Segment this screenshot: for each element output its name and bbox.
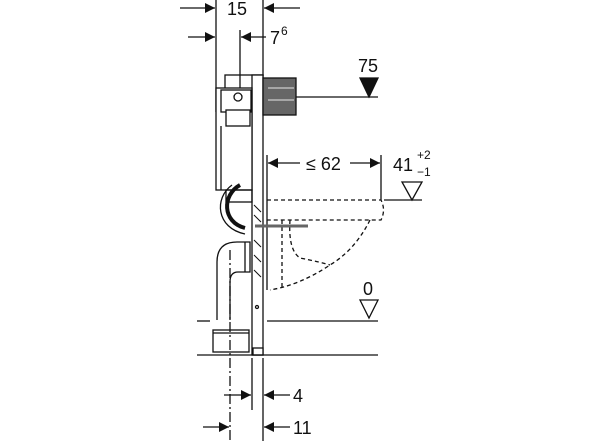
dim-offset-sup: 6 <box>281 24 288 38</box>
frame-column <box>251 74 264 356</box>
dim-rim-tol-plus: +2 <box>417 148 431 162</box>
actuator-bracket <box>225 109 251 127</box>
frame-hatch <box>253 204 262 278</box>
floor-level-label: 0 <box>363 279 373 299</box>
dim-rim-tol-minus: −1 <box>417 165 431 179</box>
wc-bowl-outline <box>267 199 385 291</box>
dim-bottom-large-label: 11 <box>293 418 312 438</box>
floor-level-marker-icon <box>358 299 380 320</box>
valve-icon <box>233 92 243 102</box>
level-marker-open-icon <box>400 181 424 202</box>
flush-bend <box>225 183 246 230</box>
dim-supply-label: 75 <box>358 56 378 76</box>
dim-width-label: 15 <box>227 0 247 19</box>
dim-rim-label: 41 <box>393 155 413 175</box>
drain-socket <box>212 329 250 353</box>
flush-bend-top <box>225 189 253 203</box>
dim-projection-label: ≤ 62 <box>306 154 341 174</box>
water-supply <box>262 77 297 116</box>
dim-offset-label: 7 <box>270 28 280 48</box>
level-marker-filled-icon <box>358 77 380 99</box>
dim-bottom-small-label: 4 <box>293 386 303 406</box>
